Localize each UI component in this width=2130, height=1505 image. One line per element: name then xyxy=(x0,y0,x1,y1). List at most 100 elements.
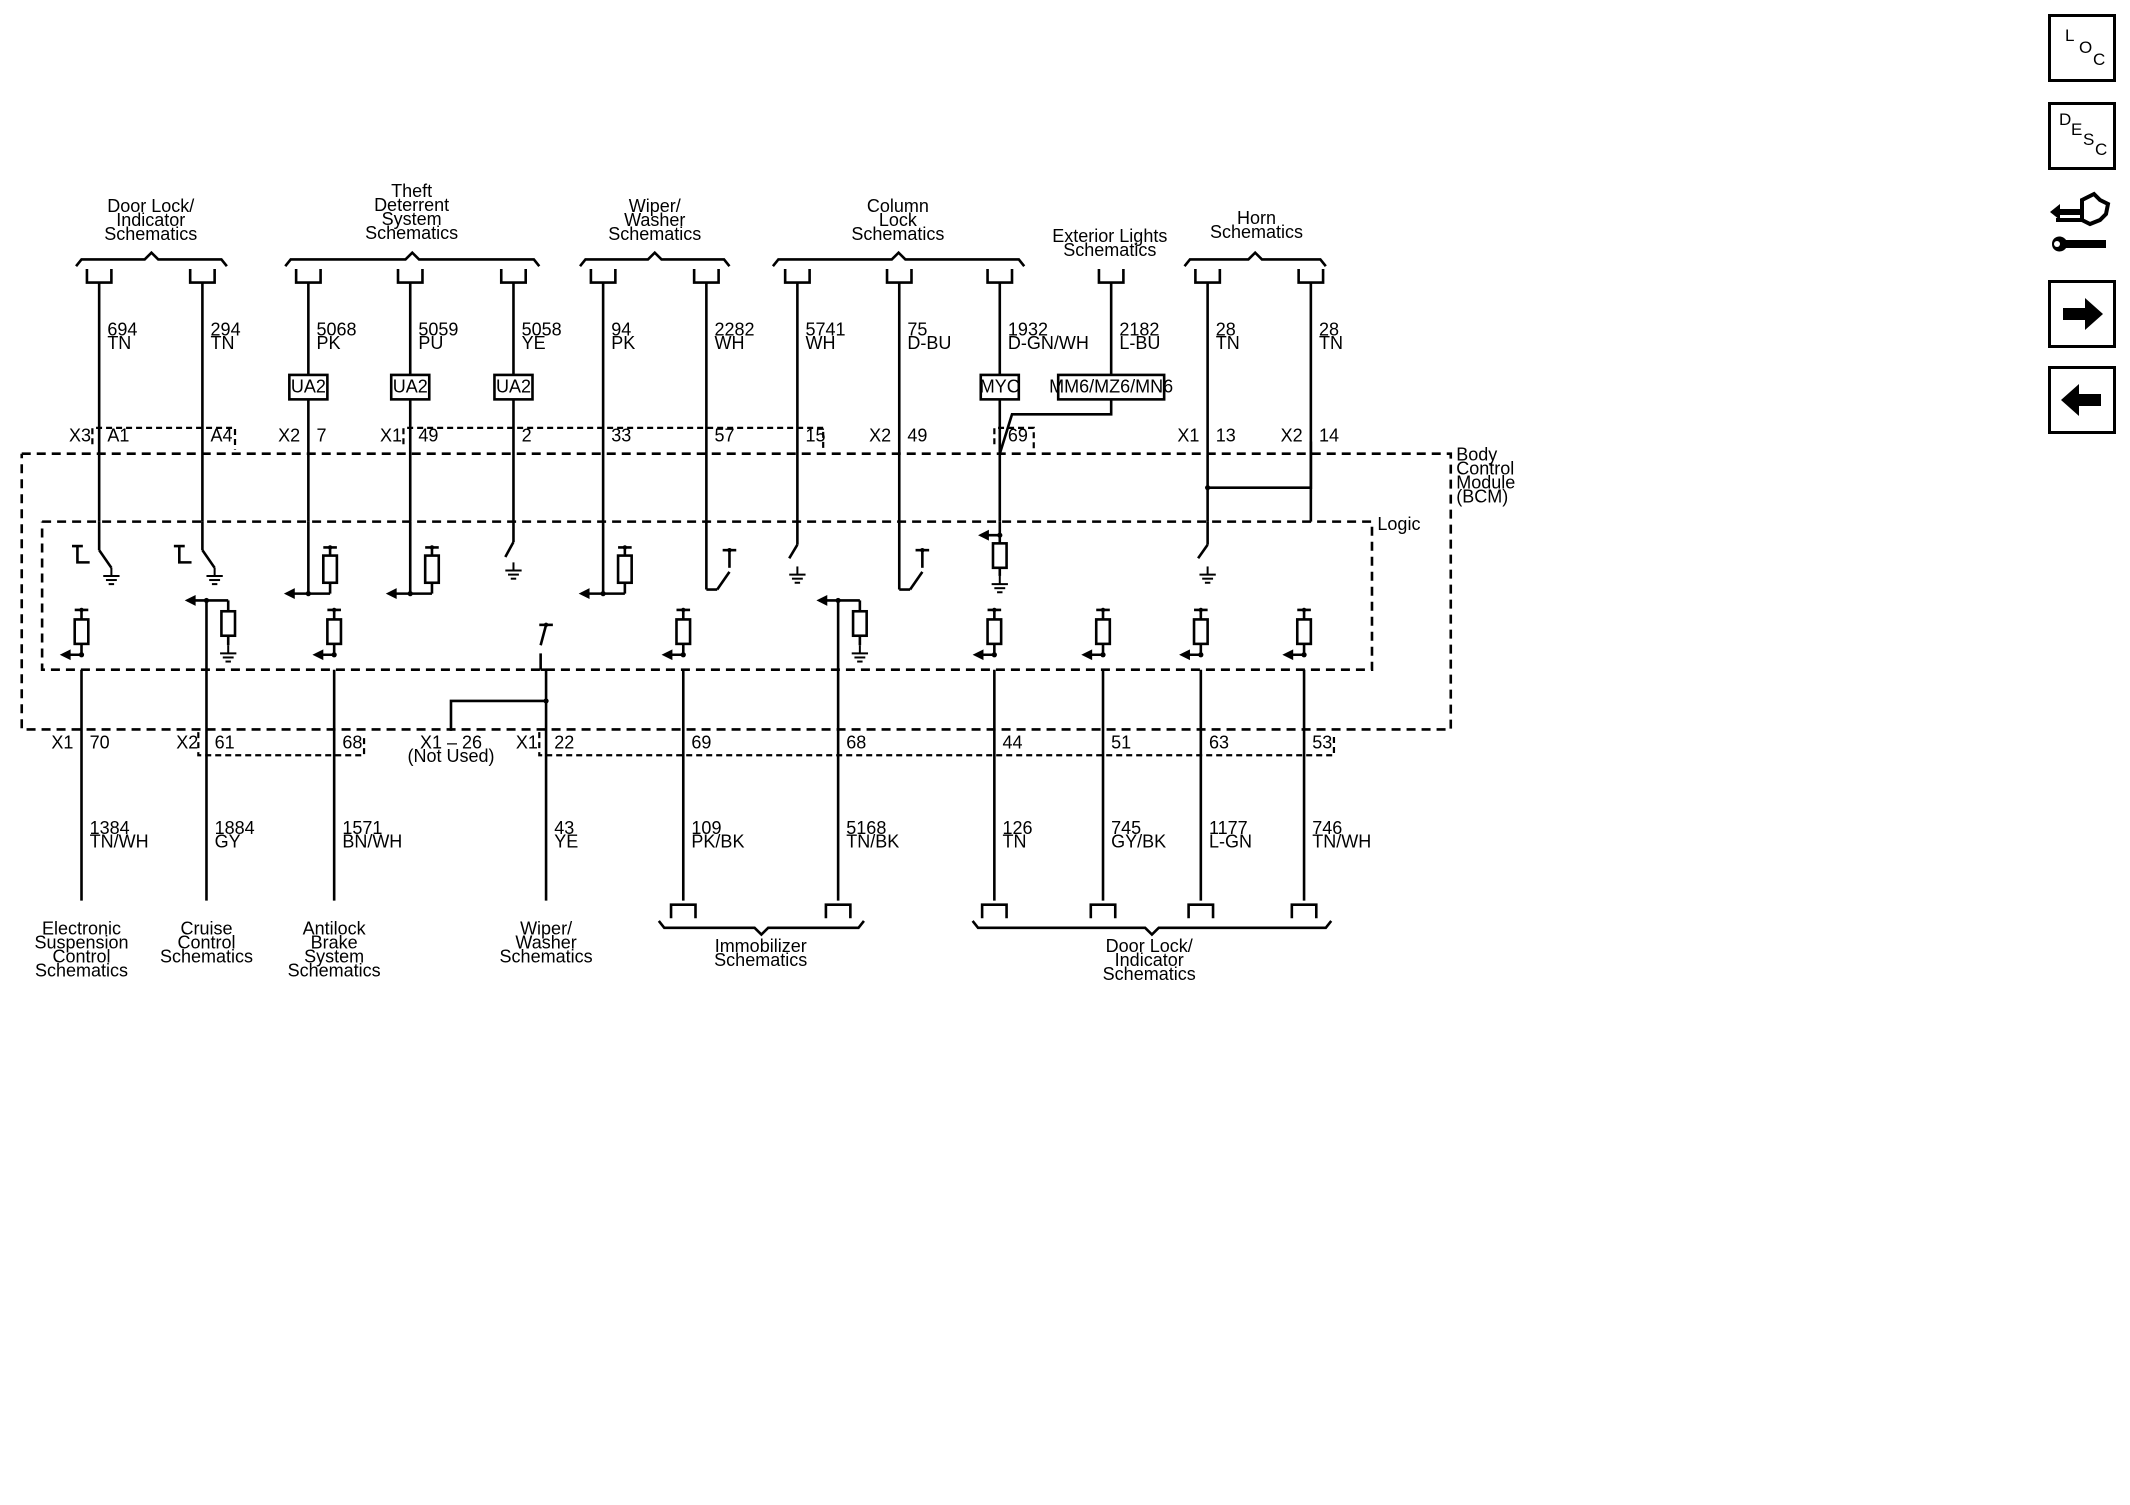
junction-dot xyxy=(331,652,337,658)
bottom-pin-number: 22 xyxy=(554,732,574,752)
arrow-head xyxy=(661,649,673,661)
voltage-node xyxy=(727,547,732,553)
top-wire-color: PK xyxy=(317,333,341,353)
driver-resistor xyxy=(986,618,1003,646)
description-button[interactable]: D E S C xyxy=(2048,102,2116,170)
top-group-label: Indicator xyxy=(116,210,185,230)
pull-up-resistor xyxy=(616,554,633,585)
top-wire-circuit: 5059 xyxy=(418,320,458,340)
terminal xyxy=(85,268,113,284)
arrow-head xyxy=(972,649,984,661)
top-connector-id: X1 xyxy=(380,425,402,445)
desc-letter-s: S xyxy=(2083,130,2095,149)
bottom-wire-color: YE xyxy=(554,832,578,852)
bottom-wire-circuit: 1177 xyxy=(1209,818,1248,838)
terminal xyxy=(1194,268,1222,284)
option-label: UA2 xyxy=(291,377,326,397)
arrow-head xyxy=(1179,649,1190,661)
logic-label: Logic xyxy=(1377,514,1420,534)
top-wire-circuit: 294 xyxy=(211,320,241,340)
logic-boundary xyxy=(40,520,1374,671)
option-merge-wire xyxy=(998,399,1113,455)
location-button[interactable]: L O C xyxy=(2048,14,2116,82)
not-used-note: (Not Used) xyxy=(407,746,494,766)
option-box xyxy=(288,373,329,401)
switch-contact xyxy=(98,549,113,569)
bottom-group-label: Schematics xyxy=(160,947,253,967)
module-name: (BCM) xyxy=(1456,486,1508,506)
top-wire-circuit: 2282 xyxy=(715,320,755,340)
bottom-wire-color: PK/BK xyxy=(691,832,744,852)
bottom-wire-circuit: 43 xyxy=(554,818,574,838)
bottom-pin-number: 68 xyxy=(846,732,866,752)
junction-dot xyxy=(680,652,686,658)
bottom-group-label: Electronic xyxy=(42,919,121,939)
top-pin-number: 69 xyxy=(1008,425,1028,445)
top-group-label: Schematics xyxy=(104,224,197,244)
driver-resistor xyxy=(73,618,90,646)
bottom-group-label: Control xyxy=(52,947,110,967)
previous-page-button[interactable] xyxy=(2048,366,2116,434)
top-group-label: System xyxy=(382,209,442,229)
top-group-label: Theft xyxy=(391,181,432,201)
bottom-connector-id: X1 xyxy=(51,732,73,752)
top-wire-circuit: 5068 xyxy=(317,320,357,340)
top-group-brace xyxy=(771,250,1026,268)
terminal xyxy=(783,268,811,284)
connector-tools-icon[interactable] xyxy=(2046,190,2120,268)
top-wire-color: YE xyxy=(522,333,546,353)
top-pin-number: 15 xyxy=(806,425,826,445)
junction-dot xyxy=(78,652,85,658)
not-used-wire xyxy=(449,699,547,731)
top-wire-color: TN xyxy=(1216,333,1240,353)
terminal xyxy=(294,268,322,284)
bottom-connector-id: X2 xyxy=(176,732,198,752)
bottom-wire-color: TN xyxy=(1002,832,1026,852)
desc-letter-e: E xyxy=(2071,120,2083,139)
pull-down-resistor xyxy=(851,609,868,638)
junction-dot xyxy=(543,698,549,704)
bottom-wire-circuit: 1884 xyxy=(215,818,255,838)
bottom-wire-circuit: 745 xyxy=(1111,818,1141,838)
top-pin-number: 33 xyxy=(611,425,631,445)
terminal xyxy=(1290,903,1318,919)
switch-pole xyxy=(178,546,192,564)
loc-letter-o: O xyxy=(2079,38,2093,57)
bottom-pin-number: 63 xyxy=(1209,732,1229,752)
top-group-label: Horn xyxy=(1237,208,1276,228)
terminal xyxy=(980,903,1008,919)
terminal xyxy=(1187,903,1215,919)
top-pin-number: 13 xyxy=(1216,425,1236,445)
voltage-node xyxy=(327,545,333,550)
terminal xyxy=(824,903,852,919)
driver-resistor xyxy=(675,618,692,646)
connector-outline xyxy=(993,426,1035,450)
next-page-button[interactable] xyxy=(2048,280,2116,348)
top-connector-id: X2 xyxy=(278,425,300,445)
desc-letter-c: C xyxy=(2095,140,2108,159)
bottom-group-label: Schematics xyxy=(35,961,128,981)
terminal xyxy=(1097,268,1125,284)
top-connector-id: X2 xyxy=(1281,425,1303,445)
not-used-pin: X1 – 26 xyxy=(420,732,482,752)
top-group-brace xyxy=(1183,250,1327,268)
switch-contact xyxy=(539,624,548,646)
driver-resistor xyxy=(1192,618,1209,646)
top-wire-color: WH xyxy=(806,333,836,353)
arrow-head xyxy=(816,594,828,606)
top-connector-id: X1 xyxy=(1177,425,1199,445)
terminal xyxy=(188,268,216,284)
junction-dot xyxy=(1198,652,1204,658)
bottom-wire-color: GY xyxy=(215,832,241,852)
switch-contact xyxy=(201,549,216,569)
switch-contact xyxy=(1197,543,1209,560)
bottom-group-label: Door Lock/ xyxy=(1106,936,1193,956)
driver-resistor xyxy=(326,618,343,646)
top-wire-circuit: 5741 xyxy=(806,320,846,340)
option-box xyxy=(389,373,431,401)
top-pin-number: 49 xyxy=(418,425,438,445)
bottom-group-brace xyxy=(657,920,865,937)
bottom-group-label: Control xyxy=(177,933,235,953)
desc-letter-d: D xyxy=(2059,110,2072,129)
